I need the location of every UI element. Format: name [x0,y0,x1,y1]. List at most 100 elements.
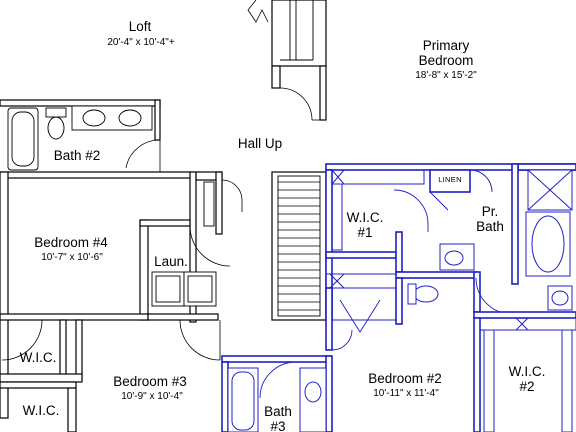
door-swing [279,87,313,121]
wic-bottom-wall [0,373,83,383]
room-name-line1: W.I.C. [508,364,546,379]
chase-inner [203,181,215,227]
hall-right-wall [319,65,327,121]
chase-door-swing [221,179,243,201]
primary-bedroom-dims: 18'-8" x 15'-2" [415,70,477,81]
pbath-door-swing [475,277,513,315]
bath3-label: Bath #3 [264,404,292,432]
pbath-toilet-bowl [413,285,439,303]
soaking-tub-basin [531,215,565,273]
room-name-line2: #3 [270,419,286,432]
room-name-line1: W.I.C. [346,210,384,225]
wic-right-wall [59,319,67,381]
pbath-top-wall [517,163,576,171]
pbath-sink [444,250,464,266]
pbath-lower-wall [395,271,477,279]
laundry-bottom-wall [147,313,219,321]
dryer-lid [187,275,213,303]
bedroom2-label: Bedroom #2 [368,371,442,386]
chase-right [215,171,223,235]
wic2-top-wall [473,311,576,319]
room-name-line1: Bath [264,404,292,419]
hall-up-label: Hall Up [237,136,283,151]
bedroom3-door-swing [179,319,221,361]
bath3-sink [304,381,322,403]
pbath-toilet-tank [407,283,417,305]
bedroom3-dims: 10'-9" x 10'-4" [121,391,183,402]
wic1-door-swing [393,189,429,225]
wic1-right-wall [395,231,403,273]
pbath-sink-2 [551,290,569,306]
bath2-right-wall [154,99,161,141]
wic2-left-shelf [483,329,495,432]
linen-swing [469,169,493,193]
laundry-left-wall [139,219,149,321]
primary-bedroom-label: Primary Bedroom [419,38,474,68]
room-name-line2: Bedroom [418,53,474,69]
left-exterior-wall [0,171,9,419]
wic-left-lower-label: W.I.C. [22,403,60,418]
loft-dims: 20'-4" x 10'-4"+ [107,37,175,48]
wic-right-wall-2 [75,319,83,381]
room-name-line2: Bath [476,219,504,235]
laundry-door-swing [189,225,231,267]
stair-treads [278,181,320,311]
bedroom2-closet-left [325,287,333,351]
shelf-x [329,273,345,289]
bedroom2-dims: 10'-11" x 11'-4" [373,388,439,399]
closet-right-wall [395,277,403,325]
bedroom4-bottom-wall [0,313,149,321]
bath3-left-wall [221,361,229,432]
room-name-line1: Pr. [481,204,499,219]
linen-closet [429,169,471,193]
wic-lower-right [67,387,77,432]
wic1-label: W.I.C. #1 [347,210,384,240]
bath2-toilet-tank [45,107,67,118]
bath2-label: Bath #2 [53,148,101,163]
wic1-side-shelf [331,183,343,251]
primary-bath-label: Pr. Bath [476,204,504,234]
room-name-line2: #1 [357,225,373,241]
loft-doors [247,0,269,23]
wic-lower-top [0,381,77,389]
bedroom2-door-swing [331,329,353,351]
bath3-door-swing [259,361,297,399]
pbath-divider [511,163,519,285]
bath2-tub-basin [11,111,35,167]
laundry-label: Laun. [154,254,188,269]
loft-bifold-door [247,0,269,23]
shower-x [527,169,573,211]
bath3-tub-basin [231,371,255,431]
linen-door [429,191,449,211]
bath3-right-wall [325,355,333,432]
shelf-x [331,169,345,185]
wic2-right-shelf [561,329,573,432]
room-name-line1: Primary [422,38,470,53]
wic1-shelf [331,169,425,185]
washer-lid [155,275,181,303]
wic1-bottom-wall [325,251,397,259]
laundry-top-wall [139,219,191,227]
upper-chase-wall [271,0,327,67]
black-walls [0,0,327,432]
hall-left-stub [271,65,281,89]
bedroom3-label: Bedroom #3 [113,374,187,389]
bifold-door [339,299,381,333]
shelf-x [515,317,529,331]
room-name: Loft [128,19,152,34]
bath2-bottom-wall [0,171,193,179]
room-name-line2: #2 [519,379,535,395]
bath2-toilet-bowl [47,116,65,140]
loft-label: Loft [129,19,152,34]
bedroom4-dims: 10'-7" x 10'-6" [41,252,103,263]
wic2-shelf [479,317,576,331]
wic2-label: W.I.C. #2 [509,364,546,394]
wic2-left-wall [473,317,481,432]
wic-left-upper-label: W.I.C. [19,350,57,365]
wic-door-swing [1,319,43,361]
bath2-top-wall [0,99,161,107]
blue-walls [221,163,576,432]
bath2-sink [82,109,106,127]
